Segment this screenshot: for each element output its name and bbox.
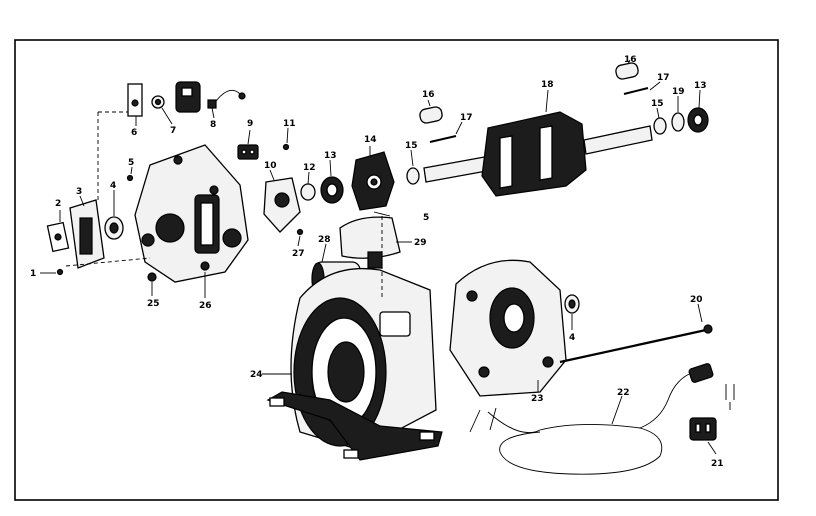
callout-14: 14 bbox=[364, 135, 377, 145]
callout-18: 18 bbox=[541, 80, 554, 90]
callout-4-right: 4 bbox=[569, 333, 575, 343]
callout-12: 12 bbox=[303, 163, 316, 173]
spring-17-right bbox=[623, 87, 649, 95]
callout-3: 3 bbox=[76, 187, 82, 197]
callout-17-left: 17 bbox=[460, 113, 473, 123]
callouts: 1 2 3 4 4 5 5 6 7 8 9 10 11 12 13 13 14 … bbox=[30, 55, 724, 469]
callout-21: 21 bbox=[711, 459, 724, 469]
leader-lines bbox=[40, 59, 717, 455]
callout-4-left: 4 bbox=[110, 181, 116, 191]
callout-1: 1 bbox=[30, 269, 36, 279]
callout-7: 7 bbox=[170, 126, 176, 136]
callout-27: 27 bbox=[292, 249, 305, 259]
centrifugal-mechanism bbox=[351, 151, 395, 211]
stator-frame bbox=[266, 267, 443, 461]
terminal-block bbox=[237, 144, 259, 160]
callout-28: 28 bbox=[318, 235, 331, 245]
screw-5-left bbox=[126, 174, 134, 182]
capacitor bbox=[339, 216, 401, 269]
callout-20: 20 bbox=[690, 295, 703, 305]
callout-19: 19 bbox=[672, 87, 685, 97]
callout-9: 9 bbox=[247, 119, 253, 129]
screw-27 bbox=[296, 228, 304, 236]
washer-12 bbox=[300, 183, 316, 201]
diagram-border bbox=[14, 39, 779, 501]
rotor-assembly bbox=[423, 111, 653, 197]
switch-body bbox=[151, 81, 201, 113]
washer-19 bbox=[671, 112, 685, 132]
callout-8: 8 bbox=[210, 120, 216, 130]
callout-16-left: 16 bbox=[422, 90, 435, 100]
callout-16-right: 16 bbox=[624, 55, 637, 65]
spring-17-left bbox=[429, 135, 457, 143]
through-bolt bbox=[559, 324, 713, 364]
callout-11: 11 bbox=[283, 119, 296, 129]
screw-1 bbox=[56, 268, 64, 276]
screw-11 bbox=[282, 143, 290, 151]
capacitor-lead bbox=[207, 90, 246, 109]
power-cord bbox=[469, 363, 714, 475]
callout-5-right: 5 bbox=[423, 213, 429, 223]
end-bell-rear bbox=[449, 259, 567, 397]
callout-13-left: 13 bbox=[324, 151, 337, 161]
callout-22: 22 bbox=[617, 388, 630, 398]
callout-2: 2 bbox=[55, 199, 61, 209]
end-bell-front bbox=[134, 144, 249, 283]
switch-cover bbox=[69, 199, 105, 269]
callout-10: 10 bbox=[264, 161, 277, 171]
washer-15-left bbox=[406, 167, 420, 185]
callout-13-right: 13 bbox=[694, 81, 707, 91]
callout-24: 24 bbox=[250, 370, 263, 380]
switch-bracket bbox=[127, 83, 143, 117]
callout-17-right: 17 bbox=[657, 73, 670, 83]
callout-15-left: 15 bbox=[405, 141, 418, 151]
callout-26: 26 bbox=[199, 301, 212, 311]
spring-sleeve-left bbox=[419, 106, 443, 124]
callout-25: 25 bbox=[147, 299, 160, 309]
governor-switch bbox=[263, 177, 301, 233]
switch-plate bbox=[46, 221, 70, 253]
callout-23: 23 bbox=[531, 394, 544, 404]
callout-29: 29 bbox=[414, 238, 427, 248]
plug bbox=[689, 384, 735, 441]
spring-sleeve-right bbox=[615, 62, 639, 80]
callout-5-left: 5 bbox=[128, 158, 134, 168]
washer-15-right bbox=[653, 117, 667, 135]
screw-25 bbox=[147, 272, 157, 282]
callout-6: 6 bbox=[131, 128, 137, 138]
callout-15-right: 15 bbox=[651, 99, 664, 109]
